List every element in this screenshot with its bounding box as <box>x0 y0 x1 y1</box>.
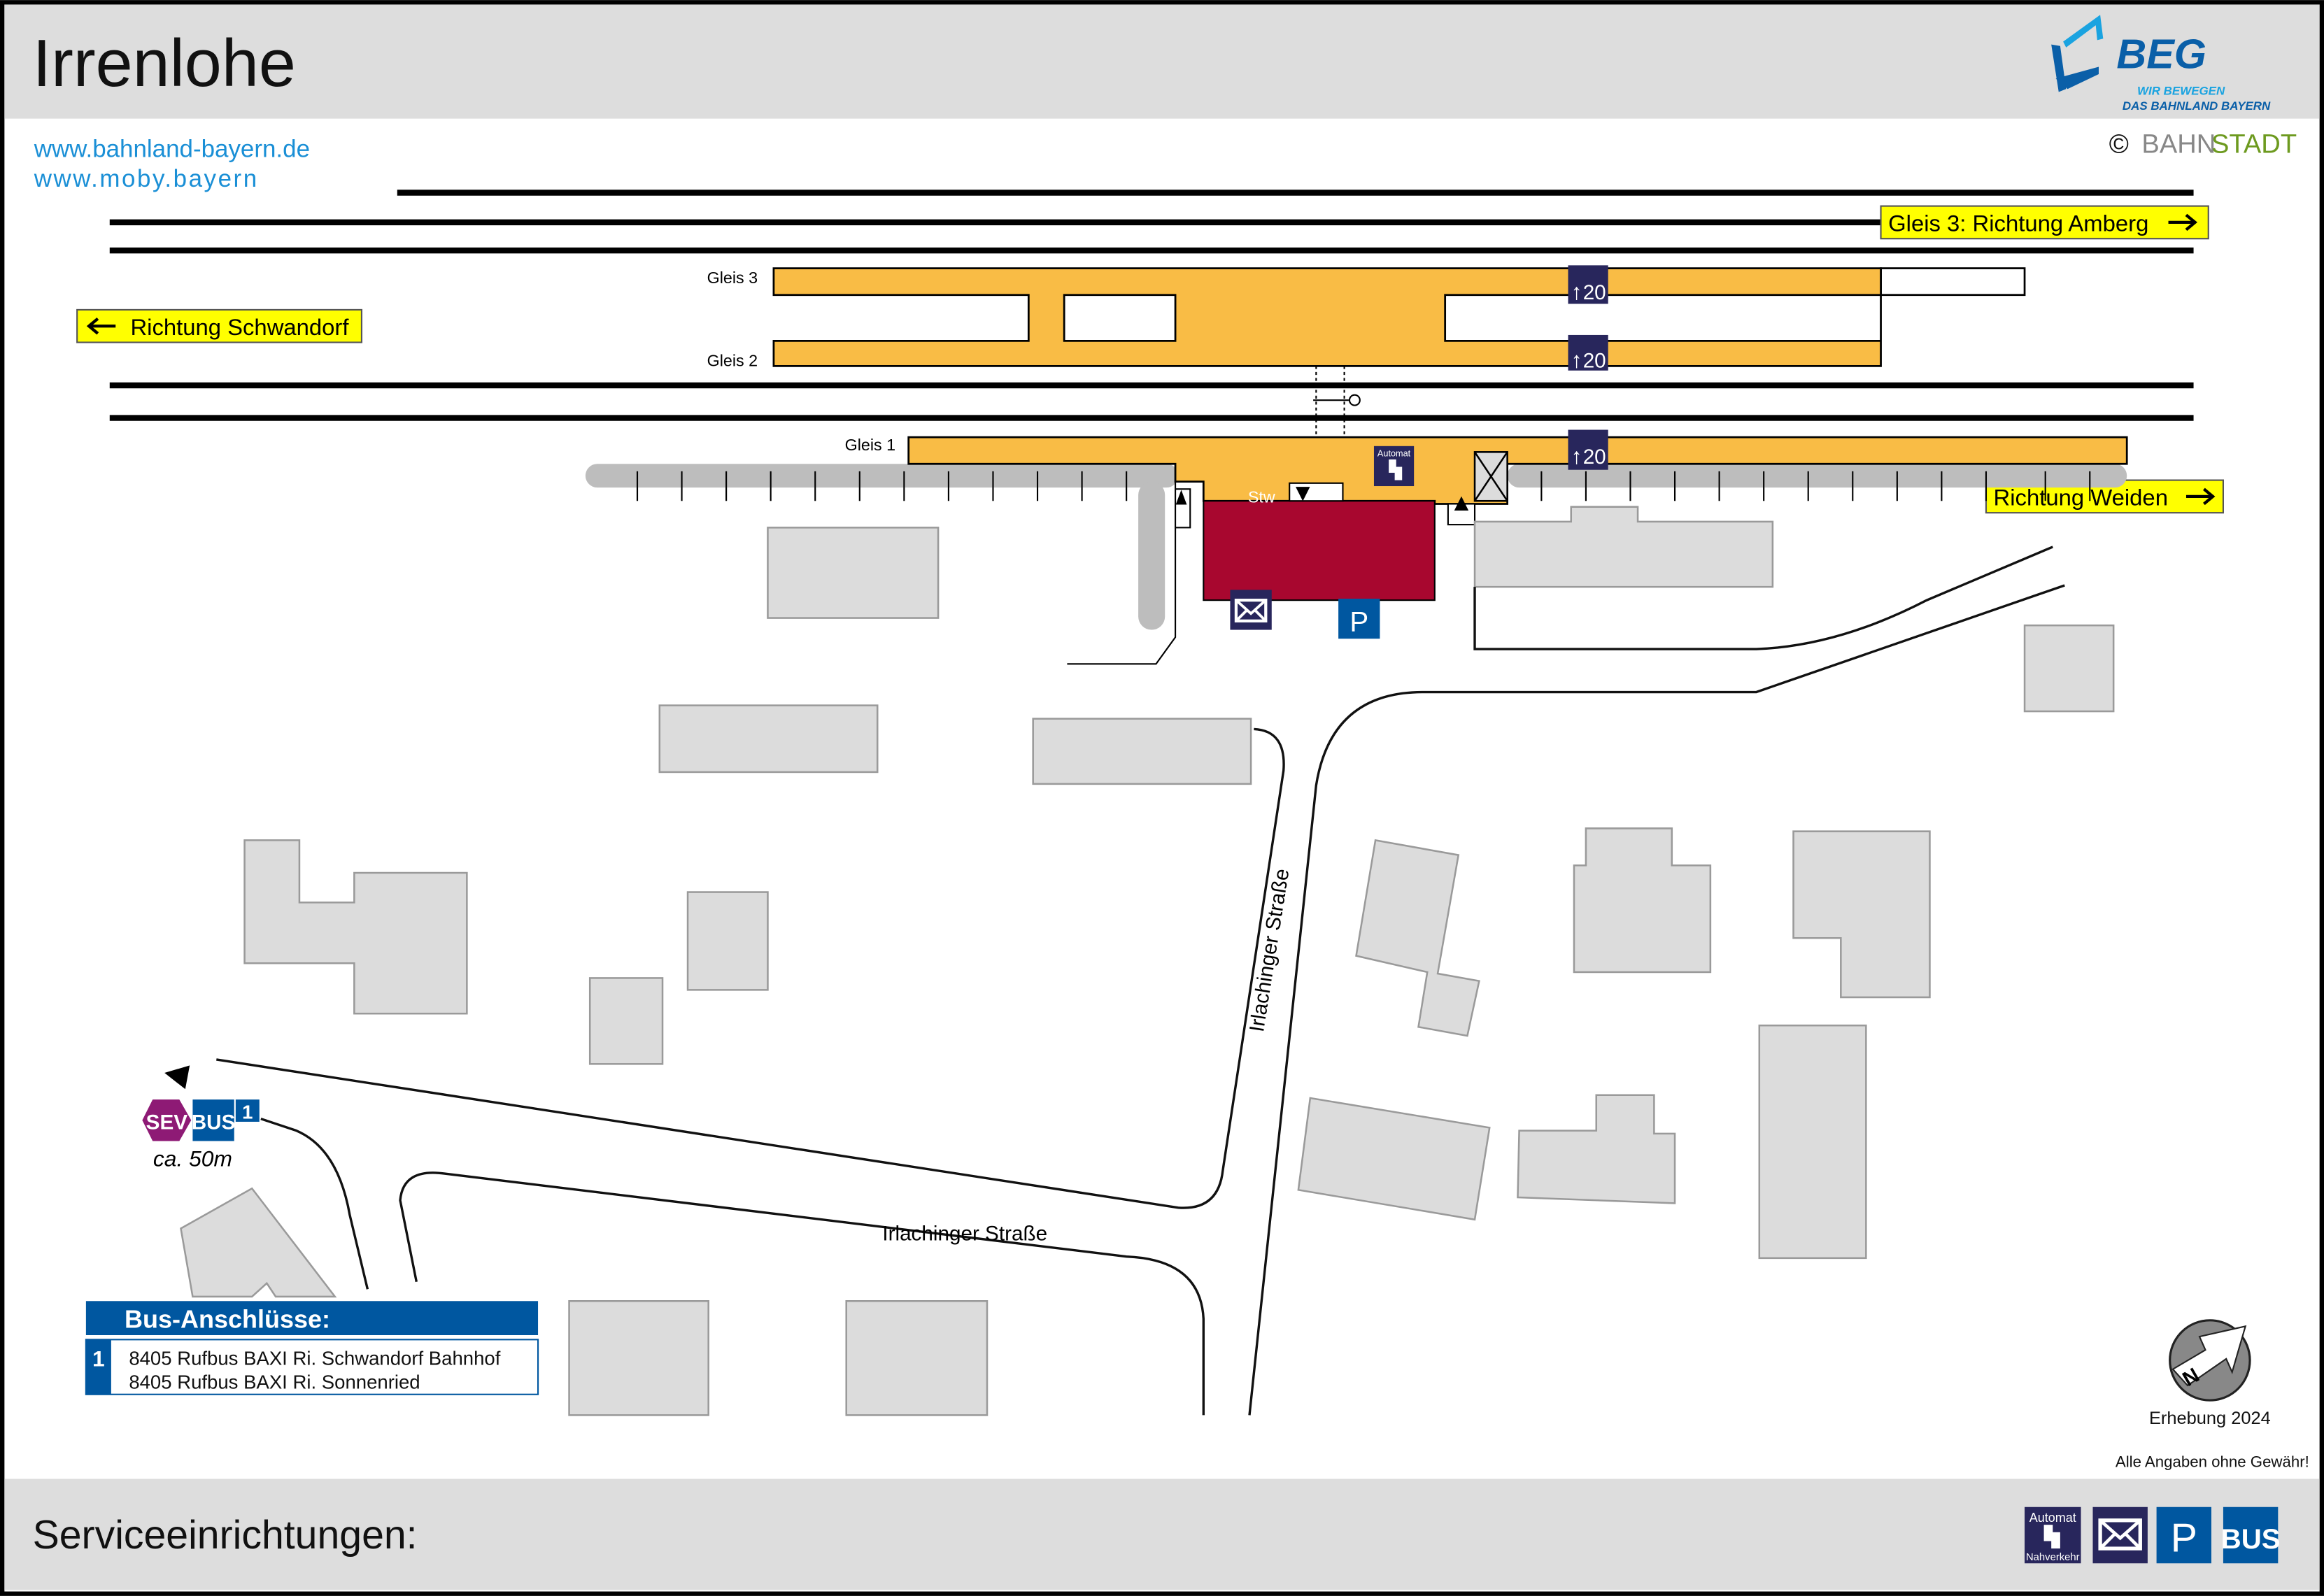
platform-height-sign: ↑ 20 <box>1568 334 1608 373</box>
fence <box>636 471 2091 665</box>
svg-text:1: 1 <box>92 1346 105 1371</box>
arrow-right-icon <box>2168 213 2197 231</box>
logo-tagline-1: WIR BEWEGEN <box>2137 85 2225 98</box>
level-crossing <box>1313 366 1361 438</box>
label-gleis-3: Gleis 3 <box>707 269 758 287</box>
svg-text:SEV: SEV <box>146 1111 188 1134</box>
svg-text:BAHN: BAHN <box>2141 129 2216 159</box>
svg-text:P: P <box>1349 606 1368 638</box>
bus-connections-panel: Bus-Anschlüsse: 1 8405 Rufbus BAXI Ri. S… <box>85 1301 539 1395</box>
svg-text:20: 20 <box>1583 446 1606 469</box>
platform-height-sign: ↑ 20 <box>1568 265 1608 304</box>
bus-connections-title: Bus-Anschlüsse: <box>125 1304 330 1333</box>
bus-icon <box>192 1099 234 1141</box>
roads <box>216 546 2065 1416</box>
arrow-right-icon <box>2185 487 2216 506</box>
bus-stop-distance: ca. 50m <box>153 1146 232 1171</box>
svg-text:P: P <box>2171 1516 2197 1560</box>
logo-text: BEG <box>2116 31 2206 78</box>
bus-line-item: 8405 Rufbus BAXI Ri. Schwandorf Bahnhof <box>129 1347 500 1369</box>
tracks <box>109 190 2194 421</box>
svg-text:STADT: STADT <box>2211 129 2297 159</box>
blocked-area-icon <box>1473 451 1508 502</box>
footer-title: Serviceeinrichtungen: <box>33 1513 418 1558</box>
svg-text:BUS: BUS <box>2221 1523 2281 1555</box>
header-band <box>4 4 2320 119</box>
sev-bus-stop: SEV BUS 1 ca. 50m <box>142 1099 260 1171</box>
svg-text:↑: ↑ <box>1571 443 1582 469</box>
svg-text:Nahverkehr: Nahverkehr <box>2026 1552 2080 1563</box>
footer-mailbox-icon <box>2092 1506 2148 1564</box>
footer-parking-icon: P <box>2156 1506 2211 1564</box>
svg-text:20: 20 <box>1583 281 1606 304</box>
svg-text:Gleis 3: Richtung Amberg: Gleis 3: Richtung Amberg <box>1888 211 2148 236</box>
label-gleis-2: Gleis 2 <box>707 351 758 369</box>
svg-text:↑: ↑ <box>1571 348 1582 373</box>
svg-text:Richtung Weiden: Richtung Weiden <box>1994 485 2168 511</box>
arrow-left-icon <box>86 317 116 335</box>
svg-text:1: 1 <box>242 1102 253 1123</box>
footer-ticket-machine-icon: Automat Nahverkehr <box>2025 1506 2081 1564</box>
surrounding-buildings <box>180 506 2115 1416</box>
bahnstadt-copyright: © BAHN STADT <box>2109 129 2297 159</box>
svg-text:↑: ↑ <box>1571 279 1582 304</box>
logo-tagline-2: DAS BAHNLAND BAYERN <box>2123 99 2271 113</box>
label-gleis-1: Gleis 1 <box>845 436 896 454</box>
mailbox-icon <box>1230 590 1272 630</box>
svg-text:20: 20 <box>1583 350 1606 373</box>
svg-text:BUS: BUS <box>192 1111 236 1134</box>
footer-bus-icon: BUS <box>2221 1506 2281 1564</box>
direction-amberg: Gleis 3: Richtung Amberg <box>1880 205 2209 240</box>
direction-weiden: Richtung Weiden <box>1985 479 2224 514</box>
direction-schwandorf: Richtung Schwandorf <box>76 308 363 343</box>
disclaimer: Alle Angaben ohne Gewähr! <box>2116 1453 2309 1471</box>
svg-text:Richtung Schwandorf: Richtung Schwandorf <box>130 314 349 340</box>
logo-mark-bottom <box>2055 66 2099 90</box>
building-label-stw: Stw <box>1248 487 1275 506</box>
street-label-irlachinger-horizontal: Irlachinger Straße <box>882 1222 1047 1245</box>
platform-height-sign: ↑ 20 <box>1568 429 1608 470</box>
north-arrow-icon: N <box>2169 1319 2251 1402</box>
page-title: Irrenlohe <box>33 27 296 101</box>
parking-icon: P <box>1338 599 1380 639</box>
sev-icon <box>142 1099 192 1141</box>
bushes <box>585 464 2127 630</box>
svg-text:Automat: Automat <box>1377 448 1411 459</box>
stairs-icon <box>1175 482 1476 529</box>
direction-pointer-icon <box>164 1065 190 1090</box>
station-building <box>1203 500 1436 601</box>
link-moby-bayern[interactable]: www.moby.bayern <box>34 165 259 192</box>
link-bahnland-bayern[interactable]: www.bahnland-bayern.de <box>34 136 310 163</box>
ticket-machine-icon: Automat <box>1373 446 1415 487</box>
svg-text:©: © <box>2109 129 2129 159</box>
svg-text:Automat: Automat <box>2029 1511 2076 1525</box>
bus-line-item: 8405 Rufbus BAXI Ri. Sonnenried <box>129 1371 420 1392</box>
survey-year: Erhebung 2024 <box>2149 1409 2271 1428</box>
beg-logo: BEG WIR BEWEGEN DAS BAHNLAND BAYERN <box>2051 15 2271 113</box>
footer-band <box>4 1479 2320 1590</box>
